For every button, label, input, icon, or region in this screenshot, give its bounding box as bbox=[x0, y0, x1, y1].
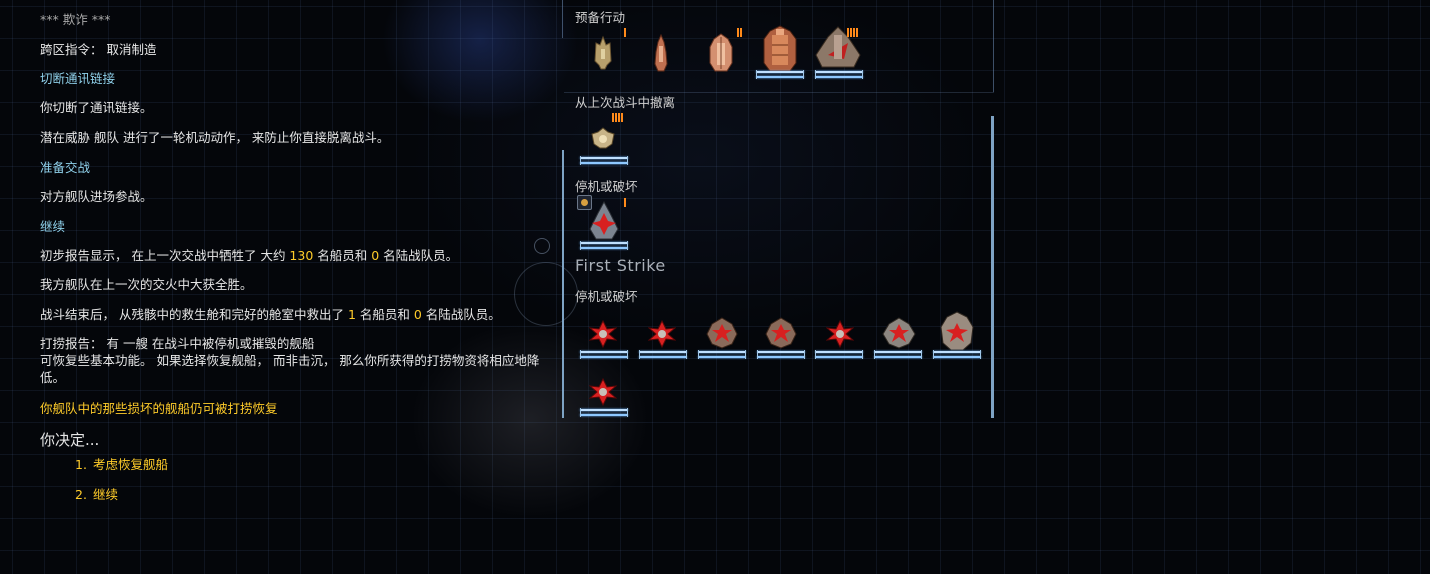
rescue-report-post: 名陆战队员。 bbox=[421, 307, 501, 322]
enemy-wreck-icon bbox=[706, 317, 738, 349]
enemy-ship-4[interactable] bbox=[764, 316, 798, 350]
option-label: 考虑恢复舰船 bbox=[92, 457, 168, 472]
enemy-ship-5[interactable] bbox=[826, 320, 854, 348]
reserve-ship-3-crew-pips bbox=[737, 28, 742, 37]
capital-icon bbox=[763, 25, 797, 72]
officer-icon bbox=[577, 195, 592, 210]
salvage-warning: 你舰队中的那些损坏的舰船仍可被打捞恢复 bbox=[40, 401, 278, 416]
enemy-ship-1[interactable] bbox=[589, 320, 617, 348]
enemy-drone-icon bbox=[589, 320, 617, 348]
enemy-drone-icon bbox=[648, 320, 676, 348]
withdrawn-ship-crew-pips bbox=[612, 113, 623, 122]
continue-title: 继续 bbox=[40, 219, 66, 234]
enemy-disabled-section-label: 停机或破坏 bbox=[575, 289, 638, 304]
option-continue[interactable]: 2. 继续 bbox=[75, 487, 118, 503]
panel-divider-right bbox=[991, 116, 994, 418]
first-strike-label: First Strike bbox=[575, 256, 666, 275]
rescue-report-mid: 名船员和 bbox=[355, 307, 414, 322]
panel-frame-sep bbox=[564, 92, 994, 93]
option-number: 2. bbox=[75, 487, 87, 502]
destroyer-icon bbox=[654, 34, 668, 72]
casualty-report-pre: 初步报告显示， 在上一次交战中牺牲了 大约 bbox=[40, 248, 290, 263]
prepare-title: 准备交战 bbox=[40, 160, 91, 175]
victory-text: 我方舰队在上一次的交火中大获全胜。 bbox=[40, 277, 253, 292]
casualty-report-post: 名陆战队员。 bbox=[379, 248, 459, 263]
planet-orbit-ring bbox=[514, 262, 578, 326]
threat-text: 潜在威胁 舰队 进行了一轮机动动作， 来防止你直接脱离战斗。 bbox=[40, 130, 390, 145]
withdrawn-section-label: 从上次战斗中撤离 bbox=[575, 95, 676, 110]
withdrawn-ship-1[interactable] bbox=[590, 126, 616, 150]
enemy-ship-2-hull-bar bbox=[639, 350, 687, 359]
enemy-wreck-icon bbox=[765, 317, 797, 349]
enemy-ship-6-hull-bar bbox=[874, 350, 922, 359]
enemy-ship-3-hull-bar bbox=[698, 350, 746, 359]
cut-link-text: 你切断了通讯链接。 bbox=[40, 100, 153, 115]
disabled-ship-1[interactable] bbox=[588, 201, 620, 241]
enemy-drone-icon bbox=[589, 378, 617, 406]
enemy-wreck-icon bbox=[940, 311, 974, 351]
enemy-ship-2[interactable] bbox=[648, 320, 676, 348]
reserve-ship-2[interactable] bbox=[652, 34, 670, 72]
withdrawn-ship-1-hull-bar bbox=[580, 156, 628, 165]
disabled-ship-crew-pips bbox=[624, 198, 626, 207]
reserve-section-label: 预备行动 bbox=[575, 10, 626, 25]
reserve-ship-5[interactable] bbox=[814, 25, 862, 71]
enemy-ship-8[interactable] bbox=[589, 378, 617, 406]
marines-rescued-value: 0 bbox=[413, 307, 422, 322]
panel-frame-right-top bbox=[993, 0, 994, 92]
reserve-ship-5-crew-pips bbox=[847, 28, 858, 37]
salvage-report-line1: 打捞报告： 有 一艘 在战斗中被停机或摧毁的舰船 bbox=[40, 336, 315, 351]
enemy-ship-5-hull-bar bbox=[815, 350, 863, 359]
casualty-report-mid: 名船员和 bbox=[313, 248, 372, 263]
reserve-ship-5-hull-bar bbox=[815, 70, 863, 79]
casualty-report: 初步报告显示， 在上一次交战中牺牲了 大约 130 名船员和 0 名陆战队员。 bbox=[40, 248, 458, 264]
disabled-ship-1-hull-bar bbox=[580, 241, 628, 250]
cut-link-title: 切断通讯链接 bbox=[40, 71, 116, 86]
enemy-wreck-icon bbox=[589, 201, 619, 240]
nav-marker bbox=[534, 238, 550, 254]
marines-lost-value: 0 bbox=[371, 248, 380, 263]
option-number: 1. bbox=[75, 457, 87, 472]
enemy-ship-1-hull-bar bbox=[580, 350, 628, 359]
rescue-report-pre: 战斗结束后， 从残骸中的救生舱和完好的舱室中救出了 bbox=[40, 307, 348, 322]
option-label: 继续 bbox=[92, 487, 118, 502]
reserve-ship-3[interactable] bbox=[708, 33, 734, 73]
enemy-ship-3[interactable] bbox=[705, 316, 739, 350]
enemy-ship-8-hull-bar bbox=[580, 408, 628, 417]
reserve-ship-4[interactable] bbox=[760, 25, 800, 73]
crew-lost-value: 130 bbox=[289, 248, 314, 263]
enemy-wreck-icon bbox=[882, 317, 916, 349]
disabled-section-label: 停机或破坏 bbox=[575, 179, 638, 194]
cruiser-icon bbox=[709, 33, 733, 72]
reserve-ship-4-hull-bar bbox=[756, 70, 804, 79]
reserve-ship-1[interactable] bbox=[592, 35, 614, 71]
log-header: *** 欺诈 *** bbox=[40, 12, 111, 27]
salvage-report-line2: 可恢复些基本功能。 如果选择恢复舰船， 而非击沉， 那么你所获得的打捞物资将相应… bbox=[40, 353, 540, 385]
frigate-icon bbox=[594, 35, 612, 70]
reserve-ship-1-crew-pips bbox=[624, 28, 626, 37]
enemy-join-text: 对方舰队进场参战。 bbox=[40, 189, 153, 204]
rescue-report: 战斗结束后， 从残骸中的救生舱和完好的舱室中救出了 1 名船员和 0 名陆战队员… bbox=[40, 307, 501, 323]
enemy-ship-7-hull-bar bbox=[933, 350, 981, 359]
enemy-ship-4-hull-bar bbox=[757, 350, 805, 359]
enemy-ship-6[interactable] bbox=[881, 316, 917, 350]
panel-frame-left-top bbox=[562, 0, 563, 38]
cross-sector-order: 跨区指令： 取消制造 bbox=[40, 42, 157, 57]
frigate-icon bbox=[591, 127, 615, 149]
carrier-icon bbox=[815, 26, 861, 68]
enemy-drone-icon bbox=[826, 320, 854, 348]
option-recover-ships[interactable]: 1. 考虑恢复舰船 bbox=[75, 457, 168, 473]
enemy-ship-7[interactable] bbox=[939, 311, 975, 351]
panel-divider-left bbox=[562, 150, 564, 418]
decision-prompt: 你决定... bbox=[40, 431, 100, 449]
crew-rescued-value: 1 bbox=[347, 307, 356, 322]
